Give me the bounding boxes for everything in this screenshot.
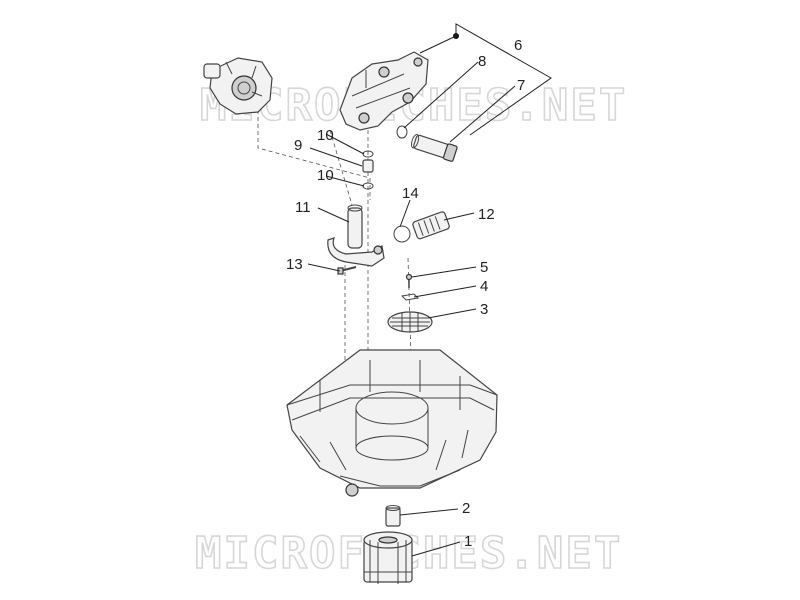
oil-pickup-pipe-part [327,204,385,267]
leader-lines [307,61,516,557]
callout-11: 11 [295,199,311,216]
callout-6: 6 [514,37,522,54]
callout-13: 14 [402,185,419,202]
screen-screw-part [405,273,413,288]
callout-12: 12 [478,206,495,223]
callout-8: 8 [478,53,486,70]
screw-part [337,266,357,275]
callout-1: 1 [464,533,472,550]
callout-3: 3 [480,301,488,318]
oil-strainer-part [412,211,450,240]
callout-labels: 6 8 7 10 9 10 14 11 12 13 5 4 3 2 1 [286,37,525,550]
retainer-clip-part [400,293,420,301]
callout-7: 7 [517,77,525,94]
seal-ring-part [396,125,408,139]
oil-filter-part [363,531,413,584]
callout-14: 13 [286,256,303,273]
pump-body-part [339,51,429,131]
callout-4: 4 [480,278,488,295]
plug-part [362,159,374,173]
filter-nipple-part [385,505,401,527]
callout-2: 2 [462,500,470,517]
oil-pump-part [203,57,273,115]
group-bracket-6 [419,23,552,136]
oil-sump-part [286,349,498,497]
callout-9: 9 [294,137,302,154]
relief-valve-part [410,133,458,162]
callout-5: 5 [480,259,488,276]
callout-10-lower: 10 [317,167,334,184]
o-ring-part [393,225,411,243]
callout-10-upper: 10 [317,127,334,144]
filter-screen-part [387,311,433,333]
